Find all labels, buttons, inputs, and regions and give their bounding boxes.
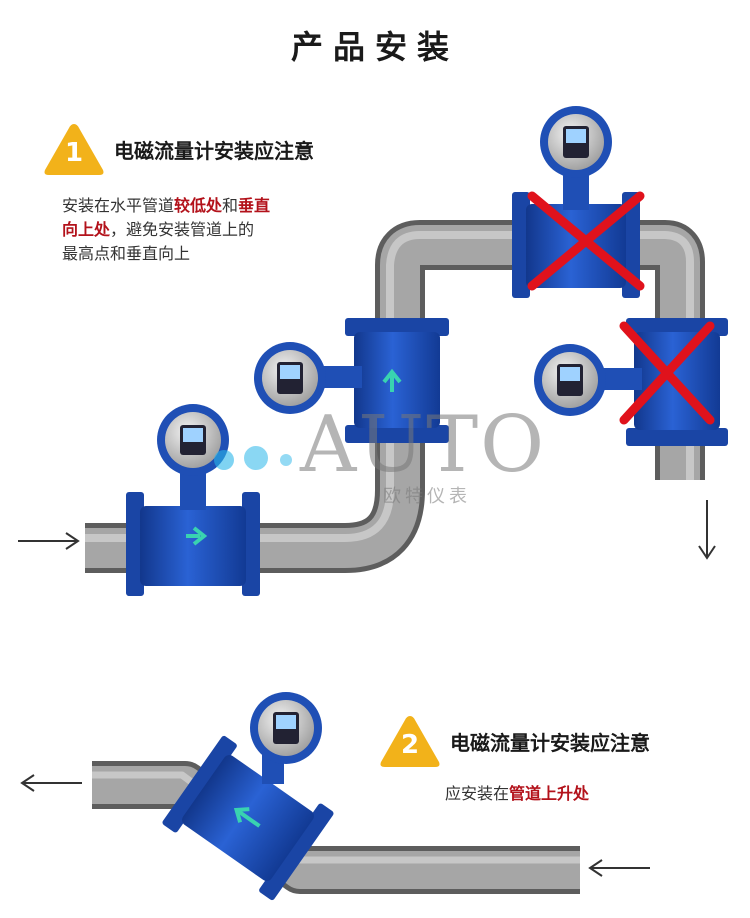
warning-icon: 2 bbox=[378, 712, 442, 770]
outflow-down-arrow bbox=[698, 500, 716, 560]
warning-icon: 1 bbox=[42, 120, 106, 178]
note-1-text: 最高点和垂直向上 bbox=[62, 244, 191, 263]
page-title: 产品安装 bbox=[290, 28, 459, 66]
brand-dots-logo bbox=[214, 446, 292, 470]
note-2-title: 电磁流量计安装应注意 bbox=[450, 730, 650, 755]
note-2-text: 应安装在 bbox=[445, 784, 510, 803]
note-2-number: 2 bbox=[400, 730, 420, 760]
note-1-header: 1 电磁流量计安装应注意 bbox=[42, 120, 314, 178]
note-1-highlight-vertical: 垂直 bbox=[238, 196, 271, 215]
upper-pipe bbox=[85, 220, 705, 573]
note-2-header: 2 电磁流量计安装应注意 bbox=[378, 712, 650, 770]
note-1-text: ，避免安装管道上的 bbox=[110, 220, 255, 239]
note-2-description: 应安装在管道上升处 bbox=[445, 782, 589, 806]
brand-watermark: AUTO bbox=[300, 400, 547, 490]
meter-low-horizontal bbox=[126, 404, 260, 596]
meter-vertical-up bbox=[254, 318, 449, 443]
meter-rising-head bbox=[250, 692, 322, 784]
note-1-text: 安装在水平管道 bbox=[62, 196, 175, 215]
note-1-highlight-up: 向上处 bbox=[62, 220, 111, 239]
note-1-number: 1 bbox=[64, 138, 84, 168]
meter-highest-point-wrong bbox=[512, 106, 645, 298]
note-1-highlight-low: 较低处 bbox=[174, 196, 223, 215]
meter-rising-pipe bbox=[162, 735, 334, 901]
meter-vertical-down-wrong bbox=[534, 318, 728, 446]
note-2-highlight: 管道上升处 bbox=[509, 784, 590, 803]
inflow-arrow bbox=[18, 532, 80, 550]
lower-inflow-arrow bbox=[588, 859, 650, 877]
note-1-text: 和 bbox=[222, 196, 239, 215]
note-1-title: 电磁流量计安装应注意 bbox=[114, 138, 314, 163]
brand-subtitle: 欧特仪表 bbox=[383, 486, 471, 507]
note-1-description: 安装在水平管道较低处和垂直 向上处，避免安装管道上的 最高点和垂直向上 bbox=[62, 194, 270, 266]
lower-outflow-arrow bbox=[20, 774, 82, 792]
